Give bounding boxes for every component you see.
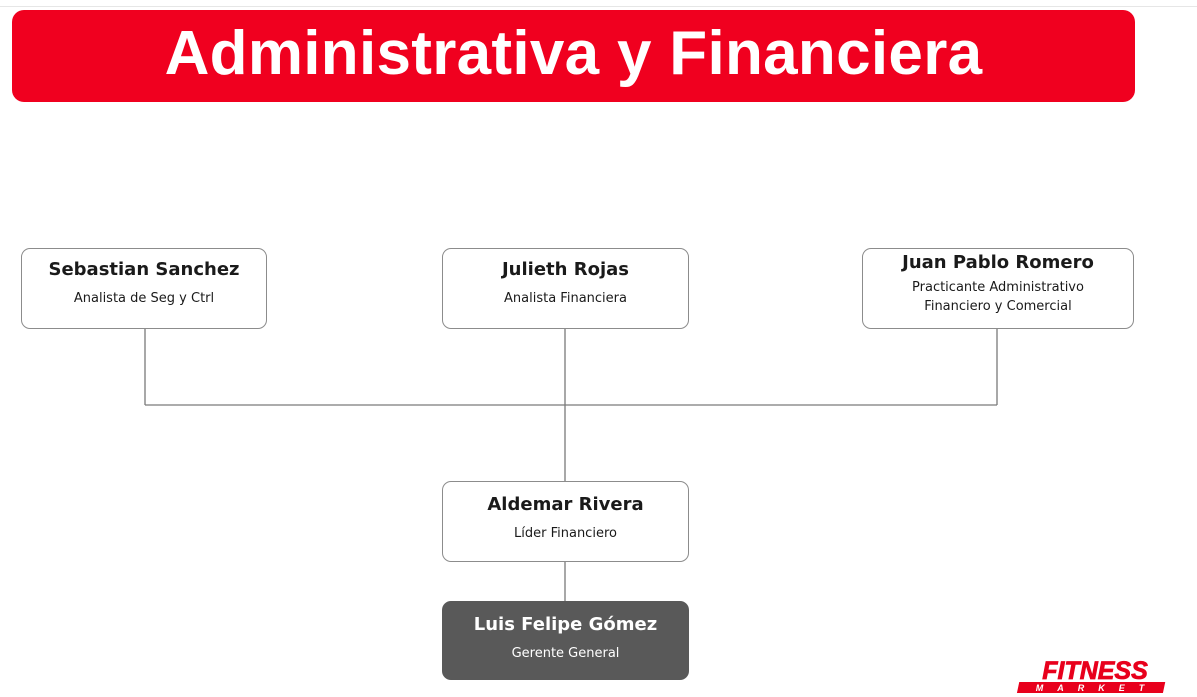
top-divider: [0, 6, 1197, 7]
node-aldemar-rivera: Aldemar Rivera Líder Financiero: [442, 481, 689, 562]
node-role: Gerente General: [511, 646, 620, 661]
node-role: Analista de Seg y Ctrl: [73, 291, 215, 306]
page-title: Administrativa y Financiera: [164, 19, 983, 88]
node-role: Analista Financiera: [504, 291, 627, 306]
node-name: Aldemar Rivera: [487, 494, 644, 515]
node-juan-pablo-romero: Juan Pablo Romero Practicante Administra…: [862, 248, 1134, 329]
node-role: Practicante Administrativo Financiero y …: [912, 280, 1084, 314]
logo-sub: MARKET: [1036, 683, 1159, 693]
node-sebastian-sanchez: Sebastian Sanchez Analista de Seg y Ctrl: [21, 248, 267, 329]
node-name: Julieth Rojas: [501, 259, 629, 280]
node-name: Juan Pablo Romero: [902, 252, 1094, 273]
title-banner: Administrativa y Financiera: [12, 10, 1135, 102]
node-luis-felipe-gomez: Luis Felipe Gómez Gerente General: [442, 601, 689, 680]
logo-word: FITNESS: [1042, 657, 1148, 685]
node-name: Sebastian Sanchez: [48, 259, 240, 280]
node-name: Luis Felipe Gómez: [473, 614, 658, 635]
node-julieth-rojas: Julieth Rojas Analista Financiera: [442, 248, 689, 329]
logo-band: [1016, 682, 1166, 693]
fitness-market-logo: FITNESS MARKET: [1016, 657, 1166, 693]
node-role: Líder Financiero: [514, 526, 617, 541]
